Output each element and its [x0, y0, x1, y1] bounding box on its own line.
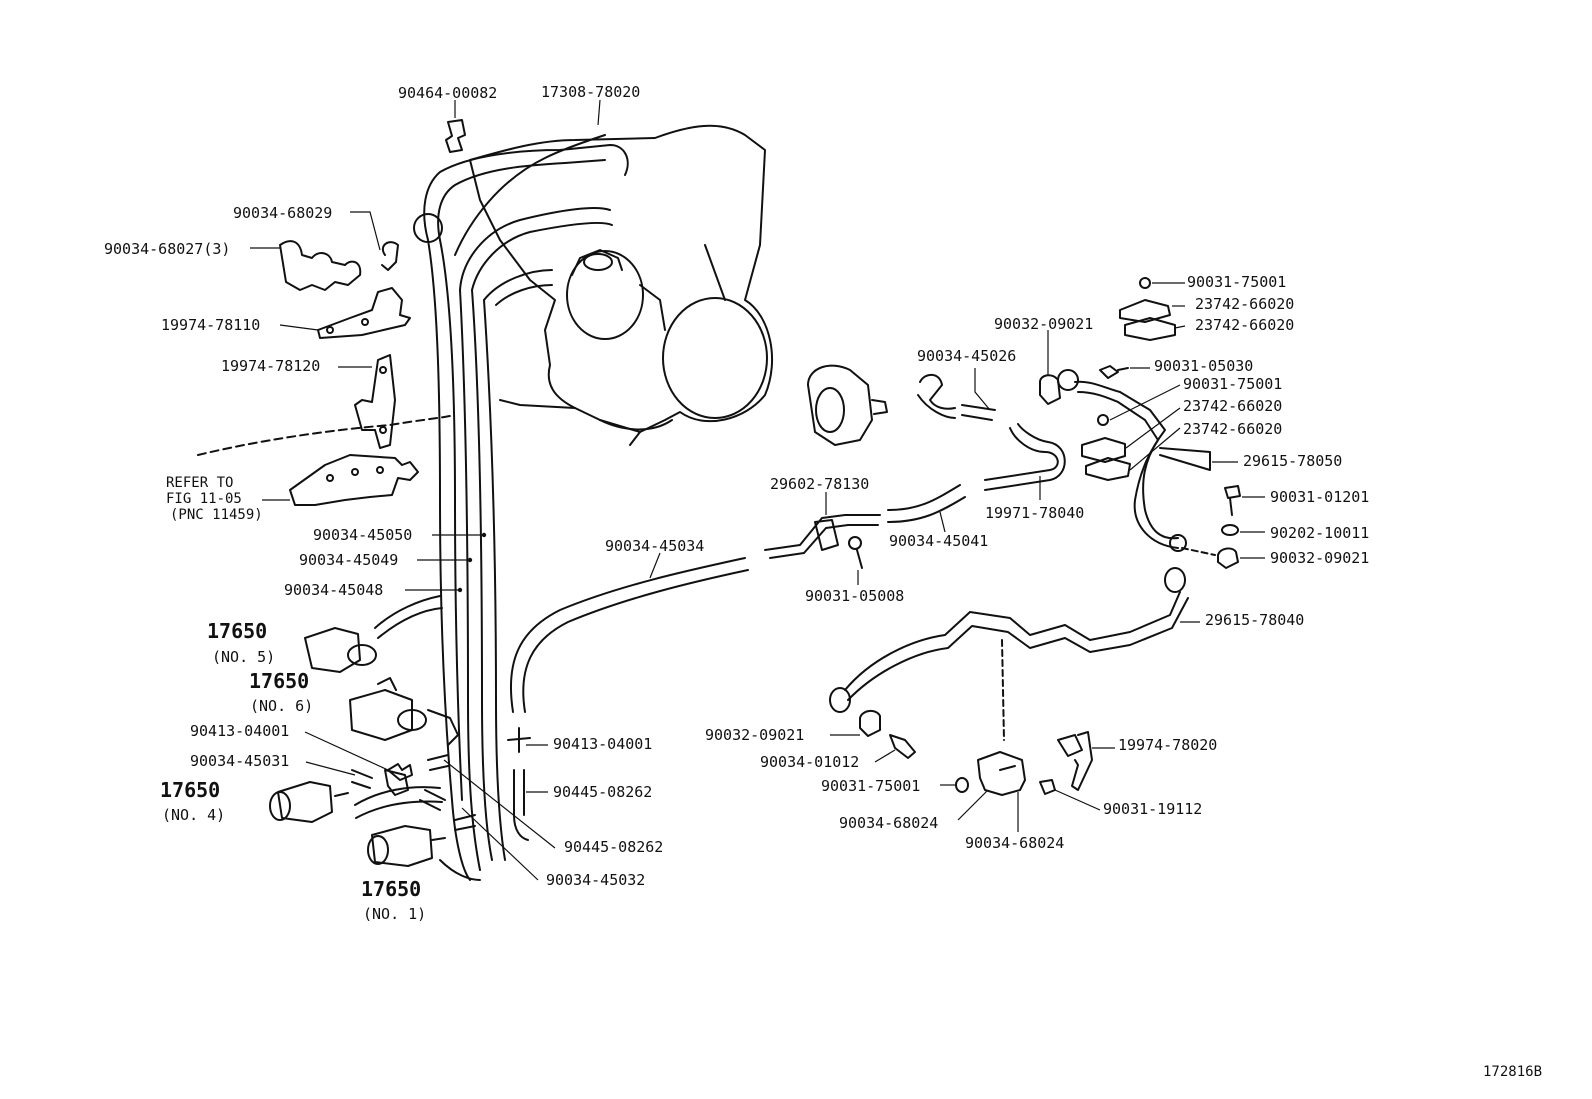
label-vsv-no5-sub: (NO. 5) [212, 648, 276, 666]
bolt-90031-01201 [1225, 486, 1240, 515]
label-90034-45034: 90034-45034 [605, 537, 705, 555]
bracket-19974-78120 [355, 355, 395, 448]
label-23742-66020-a: 23742-66020 [1195, 295, 1295, 313]
label-90031-01201: 90031-01201 [1270, 488, 1370, 506]
engine-block-outline [470, 126, 772, 445]
hose-stubs [420, 755, 475, 830]
clamp-90034-68024 [978, 752, 1025, 795]
bracket-19974-78020 [1058, 732, 1092, 790]
nut-90031-75001-bottom [956, 778, 968, 792]
hose-90034-45041 [888, 485, 965, 522]
label-19974-78020: 19974-78020 [1118, 736, 1218, 754]
vsv-no1 [368, 826, 480, 880]
label-vsv-no1-sub: (NO. 1) [363, 905, 427, 923]
label-90034-68024-a: 90034-68024 [839, 814, 939, 832]
label-vsv-no6-sub: (NO. 6) [250, 697, 314, 715]
washer-90202-10011 [1222, 525, 1238, 535]
label-90034-68027: 90034-68027(3) [104, 240, 231, 258]
label-90413-04001-center: 90413-04001 [553, 735, 653, 753]
bracket-ref-fig-11-05 [290, 455, 418, 505]
clamp-90032-09021-right [1218, 548, 1238, 568]
hose-90034-45026 [918, 375, 995, 420]
label-refer-fig: FIG 11-05 [166, 491, 242, 507]
vsv-no6 [350, 678, 458, 745]
label-23742-66020-b: 23742-66020 [1195, 316, 1295, 334]
label-vsv-no1-part: 17650 [361, 877, 422, 901]
clamp-90034-68029 [382, 242, 398, 270]
dashed-ref-line [198, 416, 450, 455]
label-90031-75001-top: 90031-75001 [1187, 273, 1287, 291]
hose-90034-45031 [352, 770, 408, 795]
label-90034-45041: 90034-45041 [889, 532, 989, 550]
label-90031-05008: 90031-05008 [805, 587, 905, 605]
label-19971-78040: 19971-78040 [985, 504, 1085, 522]
label-90034-45049: 90034-45049 [299, 551, 399, 569]
label-90034-45032: 90034-45032 [546, 871, 646, 889]
label-90032-09021-bottom: 90032-09021 [705, 726, 805, 744]
label-90034-01012: 90034-01012 [760, 753, 860, 771]
hose-90034-45034 [511, 558, 748, 712]
label-23742-66020-d: 23742-66020 [1183, 420, 1283, 438]
leader-lines [250, 100, 1265, 880]
bracket-19974-78110 [318, 288, 410, 338]
label-refer-to: REFER TO [166, 475, 234, 491]
label-vsv-no4-part: 17650 [160, 778, 221, 802]
label-90034-45031: 90034-45031 [190, 752, 290, 770]
label-vsv-no6-part: 17650 [249, 669, 310, 693]
label-90031-75001-bottom: 90031-75001 [821, 777, 921, 795]
label-90032-09021-right: 90032-09021 [1270, 549, 1370, 567]
bolt-90031-05030 [1100, 366, 1128, 378]
label-90031-75001-mid: 90031-75001 [1183, 375, 1283, 393]
label-90464-00082: 90464-00082 [398, 84, 498, 102]
bolt-90031-19112 [1040, 780, 1055, 794]
label-90031-05030: 90031-05030 [1154, 357, 1254, 375]
label-90034-45048: 90034-45048 [284, 581, 384, 599]
label-90202-10011: 90202-10011 [1270, 524, 1370, 542]
vsv-no4 [270, 782, 442, 822]
vsv-no5 [305, 596, 442, 672]
label-90445-08262-a: 90445-08262 [553, 783, 653, 801]
callout-dots [457, 532, 487, 593]
label-29615-78040: 29615-78040 [1205, 611, 1305, 629]
label-17308-78020: 17308-78020 [541, 83, 641, 101]
label-90032-09021-top: 90032-09021 [994, 315, 1094, 333]
label-23742-66020-c: 23742-66020 [1183, 397, 1283, 415]
clip-90464-00082 [446, 120, 465, 152]
bolt-90034-01012 [890, 735, 915, 758]
clamp-90032-09021-top [1040, 375, 1060, 404]
label-90413-04001-left: 90413-04001 [190, 722, 290, 740]
clamp-90034-68027 [280, 241, 360, 290]
connector-90413-04001-left [388, 764, 412, 780]
label-90034-68024-b: 90034-68024 [965, 834, 1065, 852]
clamp-23742-66020-set-top [1120, 278, 1175, 340]
label-90034-45050: 90034-45050 [313, 526, 413, 544]
clamp-90032-09021-bottom [860, 711, 880, 736]
pipe-29602-78130 [765, 515, 880, 558]
bolt-90031-05008 [849, 537, 862, 568]
label-vsv-no5-part: 17650 [207, 619, 268, 643]
label-90445-08262-b: 90445-08262 [564, 838, 664, 856]
hose-90445-08262 [514, 770, 528, 840]
pipe-19971-78040 [985, 424, 1065, 490]
label-90034-45026: 90034-45026 [917, 347, 1017, 365]
label-29615-78050: 29615-78050 [1243, 452, 1343, 470]
dashed-ref-lower [1002, 640, 1004, 740]
label-19974-78120: 19974-78120 [221, 357, 321, 375]
label-29602-78130: 29602-78130 [770, 475, 870, 493]
hose-17308-78020 [414, 135, 628, 255]
diagram-id: 172816B [1483, 1064, 1543, 1080]
tee-90413-04001 [508, 728, 530, 752]
label-19974-78110: 19974-78110 [161, 316, 261, 334]
pipe-29615-78040 [830, 568, 1188, 712]
label-vsv-no4-sub: (NO. 4) [162, 806, 226, 824]
label-90034-68029: 90034-68029 [233, 204, 333, 222]
label-refer-pnc: (PNC 11459) [170, 507, 263, 523]
clamp-23742-66020-set-mid [1082, 415, 1130, 480]
label-90031-19112: 90031-19112 [1103, 800, 1203, 818]
dashed-ref-right [1182, 548, 1215, 555]
throttle-body [808, 366, 887, 445]
vacuum-hose-bundle [428, 208, 612, 880]
vacuum-actuator [567, 250, 665, 339]
